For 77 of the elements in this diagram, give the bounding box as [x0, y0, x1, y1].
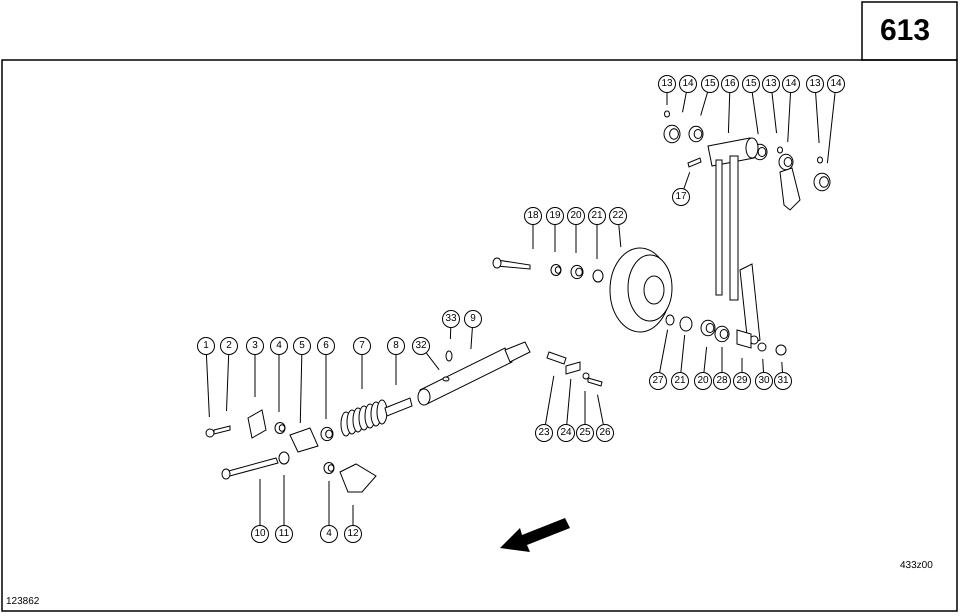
drawing-number: 123862: [6, 596, 40, 607]
callout-number: 13: [806, 75, 824, 93]
leader-line: [815, 92, 820, 144]
callout-number: 11: [275, 525, 293, 543]
callout-number: 14: [782, 75, 800, 93]
callout-number: 18: [524, 207, 542, 225]
leader-line: [554, 224, 556, 252]
callout-number: 20: [694, 372, 712, 390]
leader-line: [700, 92, 708, 116]
leader-line: [566, 378, 572, 425]
leader-line: [545, 375, 554, 425]
leader-line: [787, 92, 791, 143]
leader-line: [278, 354, 280, 412]
callout-number: 8: [387, 337, 405, 355]
callout-number: 14: [679, 75, 697, 93]
callout-number: 19: [546, 207, 564, 225]
page-number: 613: [880, 14, 930, 48]
callout-number: 14: [827, 75, 845, 93]
callout-number: 7: [353, 337, 371, 355]
callout-number: 26: [596, 424, 614, 442]
callout-number: 25: [576, 424, 594, 442]
leader-line: [680, 334, 686, 373]
callout-number: 21: [588, 207, 606, 225]
leader-line: [682, 92, 687, 113]
leader-line: [659, 329, 668, 373]
callout-number: 2: [220, 337, 238, 355]
callout-number: 27: [649, 372, 667, 390]
leader-line: [703, 346, 708, 373]
callout-number: 33: [442, 310, 460, 328]
callout-number: 23: [535, 424, 553, 442]
leader-line: [597, 394, 604, 425]
leader-line: [470, 327, 473, 350]
leader-line: [781, 361, 783, 373]
leader-line: [328, 480, 330, 526]
leader-line: [584, 390, 586, 424]
callout-number: 6: [317, 337, 335, 355]
callout-number: 17: [672, 188, 690, 206]
leader-line: [728, 92, 730, 134]
callout-number: 32: [412, 337, 430, 355]
leader-line: [300, 354, 302, 424]
drawing-code: 433z00: [900, 560, 933, 571]
leader-line: [254, 354, 256, 398]
callout-number: 12: [344, 525, 362, 543]
leader-line: [752, 92, 759, 135]
leader-line: [206, 354, 210, 418]
callout-number: 13: [762, 75, 780, 93]
callout-number: 3: [246, 337, 264, 355]
callout-number: 16: [721, 75, 739, 93]
leader-line: [826, 92, 836, 164]
callout-number: 10: [251, 525, 269, 543]
callout-number: 4: [270, 337, 288, 355]
leader-line: [618, 224, 622, 248]
callout-number: 5: [293, 337, 311, 355]
callout-number: 20: [567, 207, 585, 225]
callout-number: 28: [713, 372, 731, 390]
leader-line: [352, 504, 354, 526]
callout-number: 30: [755, 372, 773, 390]
callout-number: 31: [774, 372, 792, 390]
callout-number: 4: [320, 525, 338, 543]
leader-line: [683, 172, 690, 189]
leader-line: [666, 92, 668, 106]
callout-number: 21: [671, 372, 689, 390]
callout-number: 1: [197, 337, 215, 355]
callout-number: 29: [733, 372, 751, 390]
callout-number: 9: [464, 310, 482, 328]
leader-line: [450, 328, 452, 340]
callout-number: 15: [701, 75, 719, 93]
leader-line: [772, 92, 778, 134]
leader-line: [532, 224, 534, 250]
leader-line: [762, 358, 764, 373]
callout-number: 22: [609, 207, 627, 225]
leader-line: [596, 224, 598, 260]
leader-line: [226, 354, 230, 412]
callout-number: 15: [742, 75, 760, 93]
callout-number: 24: [557, 424, 575, 442]
leader-line: [426, 352, 440, 370]
callout-number: 13: [658, 75, 676, 93]
